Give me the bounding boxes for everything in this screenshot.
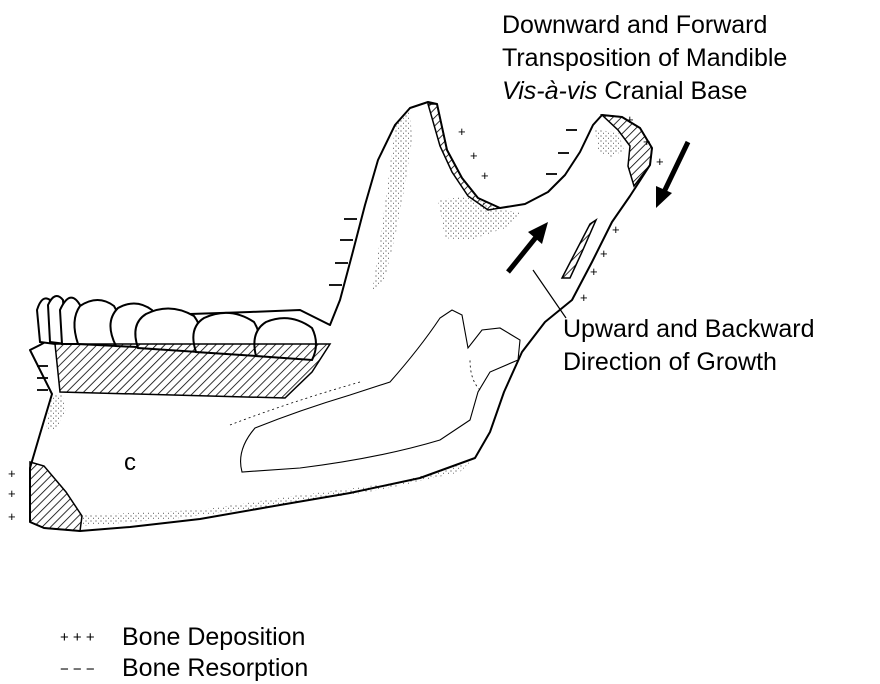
legend-deposition-label: Bone Deposition [122,623,305,651]
plus-marker: + [458,124,466,139]
plus-marker: + [580,290,588,305]
plus-marker: + [8,509,16,524]
vis-a-vis-text: Vis-à-vis [502,77,597,105]
plus-marker: + [643,134,651,149]
plus-marker: + [612,222,620,237]
growth-label-line1: Upward and Backward [563,315,815,343]
cranial-base-text: Cranial Base [597,77,747,105]
plus-marker: + [600,246,608,261]
plus-marker: + [8,466,16,481]
mental-foramen: c [124,449,136,476]
growth-label-line2: Direction of Growth [563,348,777,376]
plus-marker: + [590,264,598,279]
transposition-label-line2: Transposition of Mandible [502,44,787,72]
alveolar-resorption-zone [55,344,330,398]
plus-marker: + [8,486,16,501]
growth-direction-label: Upward and Backward Direction of Growth [563,315,815,376]
plus-marker: + [470,148,478,163]
legend-resorption-label: Bone Resorption [122,654,308,682]
plus-marker: + [481,168,489,183]
plus-marker: + [656,154,664,169]
transposition-label-line1: Downward and Forward [502,11,767,39]
transposition-label-line3: Vis-à-vis Cranial Base [502,77,747,105]
transposition-label: Downward and Forward Transposition of Ma… [502,11,787,105]
transposition-arrow [656,142,688,208]
legend: + + + Bone Deposition − − − Bone Resorpt… [60,623,308,682]
plus-marker: + [626,112,634,127]
legend-deposition-symbol: + + + [60,629,95,646]
legend-resorption-symbol: − − − [60,661,95,678]
